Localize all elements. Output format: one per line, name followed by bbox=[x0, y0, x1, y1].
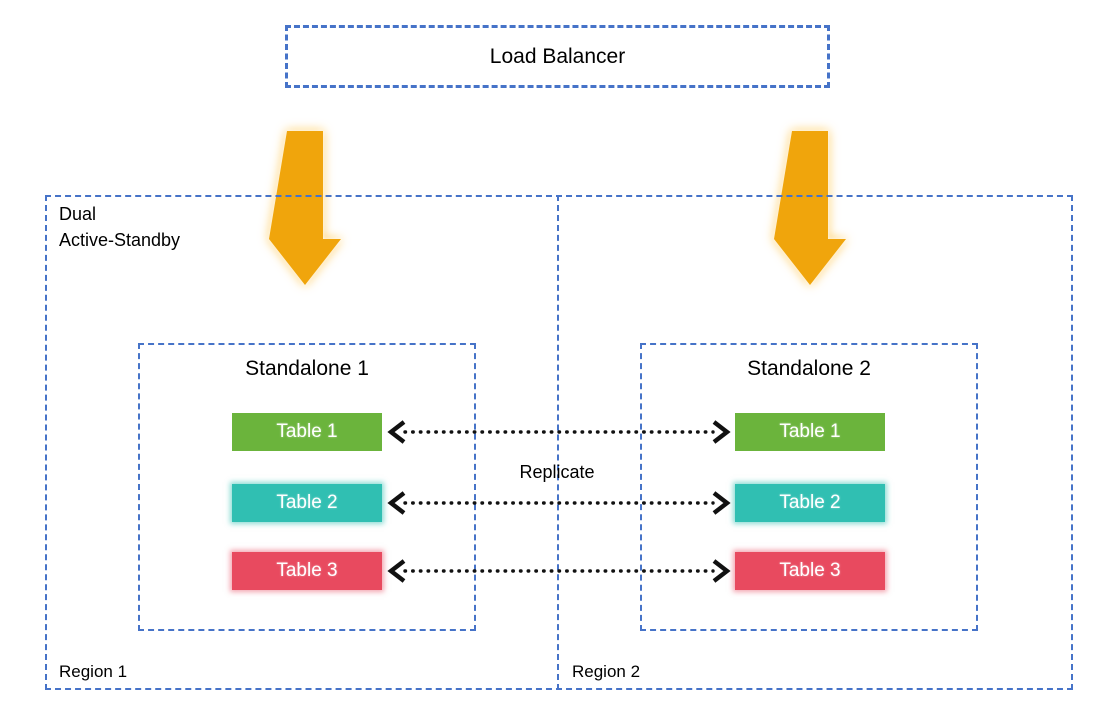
region-1-label: Region 1 bbox=[59, 662, 128, 681]
replicate-arrow-icon bbox=[383, 489, 735, 517]
standalone-2-title: Standalone 2 bbox=[747, 357, 871, 380]
load-balancer-label: Load Balancer bbox=[489, 44, 626, 68]
table-chip-region1-table3: Table 3 bbox=[232, 552, 382, 590]
dual-label-line1: Dual bbox=[59, 204, 97, 224]
region-divider-line bbox=[557, 195, 559, 690]
table-chip-region1-table1: Table 1 bbox=[232, 413, 382, 451]
replicate-arrow-icon bbox=[383, 557, 735, 585]
table-chip-region2-table2: Table 2 bbox=[735, 484, 885, 522]
replicate-label: Replicate bbox=[519, 462, 595, 482]
table-chip-region1-table2: Table 2 bbox=[232, 484, 382, 522]
table-chip-region2-table1: Table 1 bbox=[735, 413, 885, 451]
standalone-1-title: Standalone 1 bbox=[245, 357, 369, 380]
dual-active-standby-box bbox=[45, 195, 1073, 690]
standalone-1-box: Standalone 1 bbox=[138, 343, 476, 631]
down-arrow-icon bbox=[260, 131, 350, 289]
replicate-arrow-icon bbox=[383, 418, 735, 446]
down-arrow-icon bbox=[765, 131, 855, 289]
dual-active-standby-label: Dual Active-Standby bbox=[59, 201, 180, 253]
region-2-label: Region 2 bbox=[572, 662, 641, 681]
table-chip-region2-table3: Table 3 bbox=[735, 552, 885, 590]
standalone-2-box: Standalone 2 bbox=[640, 343, 978, 631]
load-balancer-box: Load Balancer bbox=[285, 25, 830, 88]
dual-label-line2: Active-Standby bbox=[59, 230, 181, 251]
